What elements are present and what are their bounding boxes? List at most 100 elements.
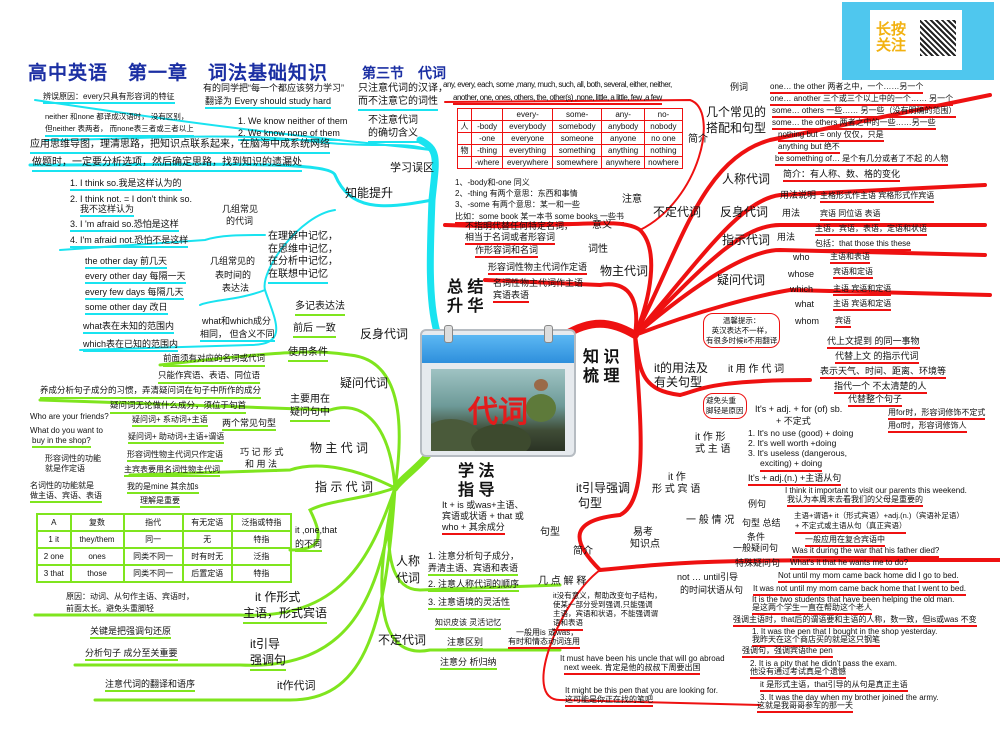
cyan-branch-memory [199,209,336,306]
red-branch-notes [542,569,761,706]
node-label: 用for时，形容词修饰不定式 [888,408,986,421]
table-cell: 3 that [36,564,72,583]
table-cell: they/them [69,530,125,549]
node-label: 在理解中记忆， [268,231,338,242]
cyan-branch-whatwhich [79,289,278,351]
node-label: one… another 三个或三个以上中的一个…… 另一个 [770,94,954,107]
node-label: one… the other 两者之中，一个……另一个 [770,82,924,95]
node-label: 主语+谓语+ it（形式宾语）+adj.(n.)（宾语补足语） [794,511,964,520]
node-label: 主语，宾语，表语，定语和状语 [815,224,927,237]
node-label: not … until引导 [677,572,739,582]
red-branch-interrogative [633,287,992,337]
node-label: it作代词 [277,680,316,692]
table-cell: 同类不同一 [122,547,184,566]
table-cell: 复数 [69,513,125,532]
calendar-ring-icon [544,325,553,343]
node-label: 2. It's well worth +doing [748,438,837,448]
node-label: 主语 宾语和定语 [833,284,892,297]
node-label: 在思维中记忆， [268,244,338,255]
node-label: 知识点 [630,539,660,550]
node-label: 有关句型 [654,375,703,389]
table-cell: anything [601,144,645,157]
node-label: 例词 [730,82,749,92]
node-label: 宾语或状语 + that 或 [442,511,524,521]
node-label: 指示代词 [722,233,771,247]
node-label: 不定代词 [378,633,427,647]
table-cell: nobody [643,120,684,133]
node-label: whose [788,269,815,279]
red-branch-emphatic [577,333,1000,573]
node-label: 1. I think so.我是这样认为的 [70,178,182,192]
node-label: 只能作宾语、表语、同位语 [158,370,261,384]
table-cell: 泛指或特指 [230,513,293,532]
node-label: 用法 [777,232,796,242]
node-label: 学 法 [458,463,495,480]
table-cell: 人 [457,120,472,133]
table-cell: something [551,144,603,157]
node-label: It's + adj.(n.) +主语从句 [748,473,842,487]
node-label: 4. I'm afraid not.恐怕不是这样 [70,235,189,249]
node-label: 主宾表要用名词性物主代词 [124,465,220,478]
table-cell: no one [643,132,684,145]
red-branch-reflexive [633,223,987,337]
table-cell: anybody [601,120,645,133]
table-cell [457,132,472,145]
node-label: 一般疑问句 [733,543,779,553]
table-cell: everything [502,144,553,157]
node-label: 3. It's useless (dangerous, [748,448,847,458]
node-label: 宾语和定语 [833,267,873,280]
node-label: 代上文提到 的同一事物 [827,336,920,350]
node-label: 几 点 解 释 [538,576,587,587]
table-cell: -one [470,132,504,145]
red-branch-possessive [483,278,639,337]
node-label: next week. 肯定是他的叔叔下周要出国 [564,663,701,676]
node-label: 辨误原因：every只具有形容词的特征 [43,92,175,105]
node-label: 用法 [782,208,801,218]
node-label: 在分析中记忆， [268,256,338,267]
node-label: 宾语表语 [493,290,530,304]
node-label: 相当于名词或者形容词 [465,232,556,246]
node-label: 指 导 [458,482,495,499]
node-label: 物 主 代 词 [310,441,369,455]
node-label: 疑问代词 [717,273,766,287]
qr-code-icon[interactable] [920,20,956,56]
cyan-branches [28,99,441,351]
node-label: 2. I think not. = I don't think so. [70,194,193,204]
node-label: 表时间的 [215,270,252,280]
node-label: 几组常见 [222,204,259,214]
node-label: 表示天气、时间、距离、环境等 [820,366,947,380]
stones-picture: 代词 [431,369,565,451]
node-label: buy in the shop? [32,436,91,449]
node-label: what表在未知的范围内 [83,321,175,335]
node-label: 代替上文 的指示代词 [835,351,919,365]
node-label: 形容词性物主代词作定语 [488,262,588,276]
table-cell: 时有时无 [181,547,233,566]
node-label: 有时和情态动词连用 [508,637,580,650]
node-label: 易考 [633,527,653,538]
table-cell: some- [551,108,603,121]
table-cell: nowhere [643,156,684,169]
node-label: 形 式 宾 语 [652,484,701,495]
node-label: it 作 [668,472,686,483]
node-label: 句型 总结 [742,518,781,528]
node-label: 的确切含义 [368,128,418,143]
node-label: 1. It's no use (good) + doing [748,428,854,438]
node-label: 代替整个句子 [848,394,903,408]
node-label: 使某一部分受到强调,只能强调 [553,600,653,609]
node-label: it 是形式主语，that引导的从句是真正主语 [760,680,908,693]
node-label: 词性 [588,244,608,255]
node-label: 我不这样认为 [80,204,135,218]
node-label: 巧 记 形 式 [240,447,284,457]
table-header-row: every-some-any-no- [457,108,684,121]
table-cell: 特指 [230,564,293,583]
follow-banner[interactable]: 长按关注 [842,2,994,80]
node-label: 注意 [622,194,642,205]
node-label: who + 其余成分 [442,522,505,536]
follow-text: 长按关注 [876,21,907,54]
node-label: 梳 理 [583,368,620,385]
node-label: 他没有通过考试真是个遗憾 [750,667,846,680]
node-label: 2. We know none of them [238,128,340,142]
node-label: + 不定式或主语从句（真正宾语） [795,521,907,534]
